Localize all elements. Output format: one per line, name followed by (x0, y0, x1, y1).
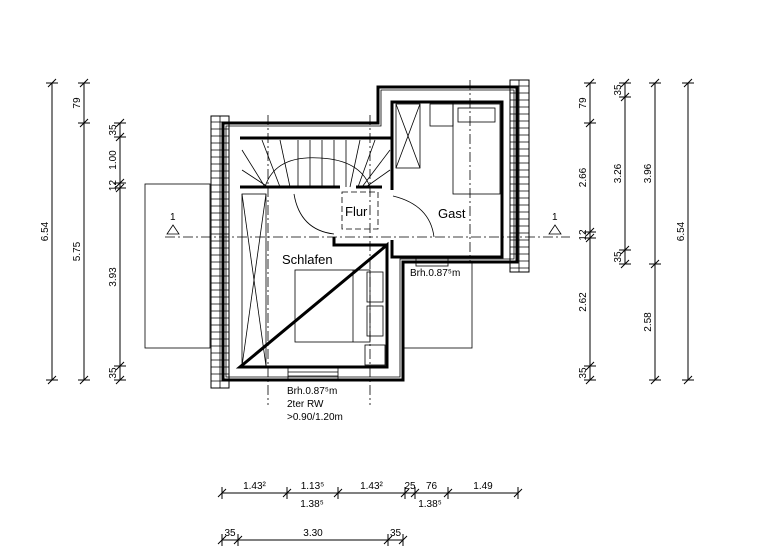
dimension-label: 5.75 (72, 241, 83, 261)
door-swing-gast[interactable] (392, 195, 435, 238)
dimension-label: 35 (224, 528, 236, 539)
dimension-label: 79 (578, 97, 589, 109)
section-marker-left: 1 (166, 212, 180, 235)
window-note-schlafen-size: >0.90/1.20m (287, 412, 343, 423)
dimension-label: 35 (108, 367, 119, 379)
dimension-label: 1.13⁵ (301, 481, 325, 492)
dimension-label: 2.58 (643, 312, 654, 332)
dimension-label: 2.66 (578, 167, 589, 187)
outer-wall (221, 85, 519, 382)
dimension-label: 3.30 (303, 528, 323, 539)
flur-hatch-outline (341, 191, 379, 230)
room-label-flur: Flur (345, 204, 368, 219)
door-swing-schlafen[interactable] (293, 193, 335, 235)
dimension-label: 1.43² (360, 481, 383, 492)
staircase (241, 139, 391, 188)
dimension-label: 35 (108, 124, 119, 136)
dimension-label: 2.62 (578, 292, 589, 312)
dimension-label: 3.96 (643, 163, 654, 183)
dimension-label: 6.54 (40, 221, 51, 241)
partition-wall-schlafen (332, 237, 387, 247)
dimension-label: 1.49 (473, 481, 493, 492)
dimension-label: 35 (613, 84, 624, 96)
dimension-label: 25 (404, 481, 416, 492)
window-note-schlafen: Brh.0.87⁵m (287, 386, 337, 397)
bed-schlafen (294, 269, 386, 366)
window-note-gast: Brh.0.87⁵m (410, 268, 460, 279)
room-label-schlafen: Schlafen (282, 252, 333, 267)
inner-wall (235, 100, 504, 369)
dimension-label: 1.43² (243, 481, 266, 492)
dimension-label: 76 (426, 481, 438, 492)
stair-tread (241, 149, 266, 188)
stair-tread (241, 169, 269, 188)
dimension-chains: 6.54 79 5.75 35 1.00 12 3.93 35 79 2.66 12 2.62 35 35… (40, 78, 694, 546)
dimension-label: 3.26 (613, 163, 624, 183)
dimension-label: 79 (72, 97, 83, 109)
dimension-label: 12 (578, 229, 589, 241)
roof-edge-left (210, 115, 230, 389)
svg-text:1: 1 (552, 212, 558, 223)
stair-walkline (264, 157, 371, 188)
dimension-label: 1.38⁵ (418, 499, 442, 510)
window-note-schlafen-rw: 2ter RW (287, 399, 324, 410)
outer-wall-inner-line (225, 89, 515, 378)
dimension-label: 6.54 (676, 221, 687, 241)
dimension-label: 1.00 (108, 150, 119, 170)
window-schlafen (287, 366, 339, 381)
dimension-label: 12 (108, 180, 119, 192)
stair-tread (365, 169, 391, 188)
dimension-label: 35 (390, 528, 402, 539)
roof-edge-right (509, 79, 530, 273)
dimension-label: 1.38⁵ (300, 499, 324, 510)
dimension-label: 35 (613, 251, 624, 263)
section-marker-right: 1 (548, 212, 562, 235)
dimension-label: 3.93 (108, 267, 119, 287)
stair-tread (357, 139, 376, 188)
stair-tread (349, 139, 361, 188)
bed-gast (429, 103, 501, 195)
wardrobe-schlafen (241, 193, 267, 367)
dimension-label: 35 (578, 367, 589, 379)
stair-tread (261, 139, 281, 188)
window-gast (415, 256, 449, 267)
svg-text:1: 1 (170, 212, 176, 223)
dormer-left-outline (144, 183, 211, 349)
room-label-gast: Gast (438, 206, 466, 221)
wardrobe-gast (395, 103, 421, 169)
stair-tread (361, 149, 391, 188)
